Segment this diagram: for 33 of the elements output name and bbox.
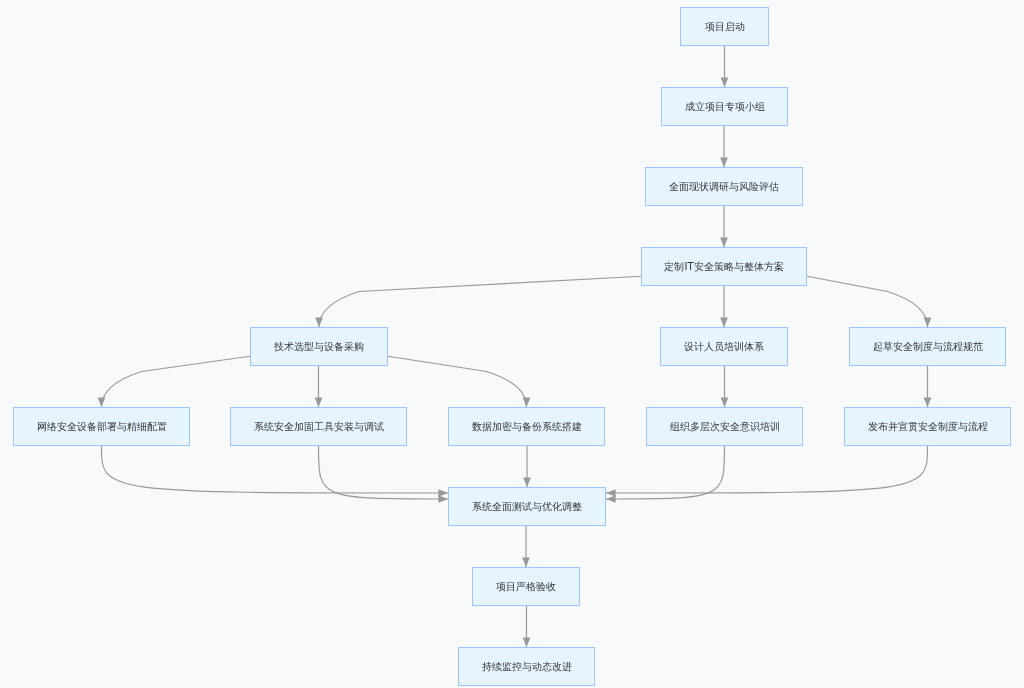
process-box: 组织多层次安全意识培训 <box>646 407 803 446</box>
process-box: 网络安全设备部署与精细配置 <box>13 407 190 446</box>
arrow <box>522 525 530 568</box>
arrow <box>315 275 642 328</box>
arrow <box>317 445 449 503</box>
process-box: 项目严格验收 <box>472 567 580 606</box>
arrow <box>720 365 729 408</box>
arrow <box>923 365 932 408</box>
process-box: 起草安全制度与流程规范 <box>849 327 1006 366</box>
arrow <box>523 445 531 488</box>
arrow <box>806 275 931 328</box>
process-box: 项目启动 <box>680 7 769 46</box>
arrow <box>387 355 530 408</box>
arrow <box>720 205 728 248</box>
process-box: 全面现状调研与风险评估 <box>645 167 803 206</box>
arrow <box>605 445 929 497</box>
arrow <box>720 125 728 168</box>
process-box: 数据加密与备份系统搭建 <box>448 407 605 446</box>
process-box: 系统安全加固工具安装与调试 <box>230 407 407 446</box>
arrow <box>720 285 728 328</box>
process-box: 定制IT安全策略与整体方案 <box>641 247 807 286</box>
process-box: 成立项目专项小组 <box>661 87 788 126</box>
arrow <box>314 365 323 408</box>
arrow <box>522 605 531 648</box>
process-box: 技术选型与设备采购 <box>250 327 388 366</box>
process-box: 设计人员培训体系 <box>660 327 788 366</box>
process-box: 系统全面测试与优化调整 <box>448 487 606 526</box>
arrow <box>720 45 729 88</box>
arrow <box>98 355 251 408</box>
process-box: 持续监控与动态改进 <box>458 647 595 686</box>
process-box: 发布并宣贯安全制度与流程 <box>844 407 1011 446</box>
arrow <box>605 445 726 503</box>
arrow <box>100 445 449 497</box>
